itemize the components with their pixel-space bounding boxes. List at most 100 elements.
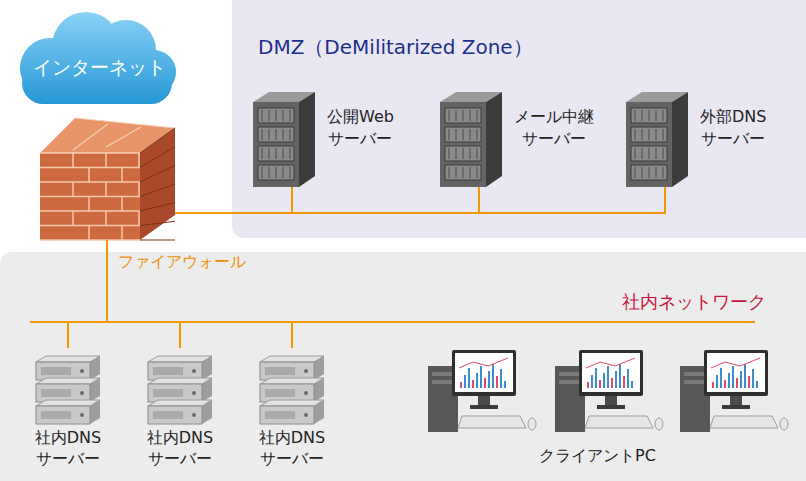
drawing-part xyxy=(663,110,664,121)
server-icon xyxy=(253,92,315,187)
drawing-part xyxy=(88,226,90,241)
server-icon xyxy=(254,348,330,422)
drawing-part xyxy=(579,350,643,396)
drawing-part xyxy=(148,400,212,406)
server-icon xyxy=(626,92,688,187)
drawing-part xyxy=(202,356,212,380)
drawing-part xyxy=(722,405,750,409)
drawing-part xyxy=(276,167,277,178)
drawing-part xyxy=(72,182,74,197)
drawing-part xyxy=(40,225,140,227)
drawing-part xyxy=(732,366,734,388)
drawing-part xyxy=(36,356,100,362)
drawing-part xyxy=(121,168,123,183)
drawing-part xyxy=(445,165,481,180)
drawing-part xyxy=(728,373,730,388)
drawing-part xyxy=(463,110,464,121)
drawing-part xyxy=(290,129,291,140)
drawing-part xyxy=(711,358,760,368)
drawing-part xyxy=(744,364,746,388)
drawing-part xyxy=(656,129,657,140)
drawing-part xyxy=(655,418,663,430)
drawing-part xyxy=(464,375,466,388)
drawing-part xyxy=(202,400,212,424)
drawing-part xyxy=(463,148,464,159)
client-pc-icons xyxy=(415,348,780,443)
drawing-part xyxy=(80,413,84,417)
drawing-part xyxy=(752,369,754,388)
drawing-part xyxy=(283,110,284,121)
drawing-part xyxy=(486,92,502,187)
drawing-part xyxy=(106,127,141,147)
drawing-part xyxy=(140,240,175,241)
drawing-part xyxy=(730,396,742,406)
drawing-part xyxy=(80,369,84,373)
drawing-part xyxy=(36,400,100,406)
drawing-part xyxy=(90,378,100,402)
drawing-part xyxy=(299,92,315,187)
drawing-part xyxy=(476,373,478,388)
drawing-part xyxy=(635,167,636,178)
drawing-part xyxy=(449,148,450,159)
drawing-part xyxy=(41,411,71,419)
drawing-part xyxy=(477,129,478,140)
server-label: 社内DNS サーバー xyxy=(259,428,325,470)
drawing-part xyxy=(192,391,196,395)
drawing-part xyxy=(460,382,462,388)
drawing-part xyxy=(470,167,471,178)
drawing-part xyxy=(283,148,284,159)
drawing-part xyxy=(631,127,667,142)
lan-node: 社内ネットワーク社内DNS サーバー社内DNS サーバー社内DNS サーバークラ… xyxy=(0,252,806,481)
server-icon xyxy=(440,92,502,187)
cloud-node: インターネット xyxy=(8,6,191,110)
drawing-part xyxy=(642,110,643,121)
drawing-part xyxy=(591,375,593,388)
drawing-part xyxy=(472,380,474,388)
drawing-part xyxy=(585,416,653,428)
drawing-part xyxy=(265,367,295,375)
drawing-part xyxy=(148,356,212,362)
drawing-part xyxy=(704,350,768,396)
drawing-part xyxy=(605,396,617,406)
drawing-part xyxy=(40,210,140,212)
drawing-part xyxy=(440,102,486,187)
srv-node: 外部DNS サーバー xyxy=(626,92,771,187)
drawing-part xyxy=(262,110,263,121)
drawing-part xyxy=(740,371,742,388)
drawing-part xyxy=(105,211,107,226)
drawing-part xyxy=(642,148,643,159)
drawing-part xyxy=(595,368,597,388)
drawing-part xyxy=(656,167,657,178)
fw-node: ファイアウォール xyxy=(40,118,175,240)
drawing-part xyxy=(736,378,738,388)
drawing-part xyxy=(597,405,625,409)
drawing-part xyxy=(192,369,196,373)
drawing-part xyxy=(631,165,667,180)
drawing-part xyxy=(72,153,74,168)
drawing-part xyxy=(470,405,498,409)
drawing-part xyxy=(663,167,664,178)
drawing-part xyxy=(153,389,183,397)
drawing-part xyxy=(615,371,617,388)
drawing-part xyxy=(449,167,450,178)
drawing-part xyxy=(488,371,490,388)
drawing-part xyxy=(260,356,324,362)
drawing-part xyxy=(684,380,706,384)
drawing-part xyxy=(477,148,478,159)
drawing-part xyxy=(269,167,270,178)
firewall-icon xyxy=(40,118,175,240)
drawing-part xyxy=(138,182,140,197)
drawing-part xyxy=(463,167,464,178)
drawing-part xyxy=(88,197,90,212)
drawing-part xyxy=(432,380,454,384)
drawing-part xyxy=(260,406,314,424)
drawing-part xyxy=(276,110,277,121)
drawing-part xyxy=(432,372,454,376)
drawing-part xyxy=(283,129,284,140)
drawing-part xyxy=(260,362,314,380)
drawing-part xyxy=(269,129,270,140)
drawing-part xyxy=(148,384,202,402)
drawing-part xyxy=(262,167,263,178)
drawing-part xyxy=(105,153,107,168)
